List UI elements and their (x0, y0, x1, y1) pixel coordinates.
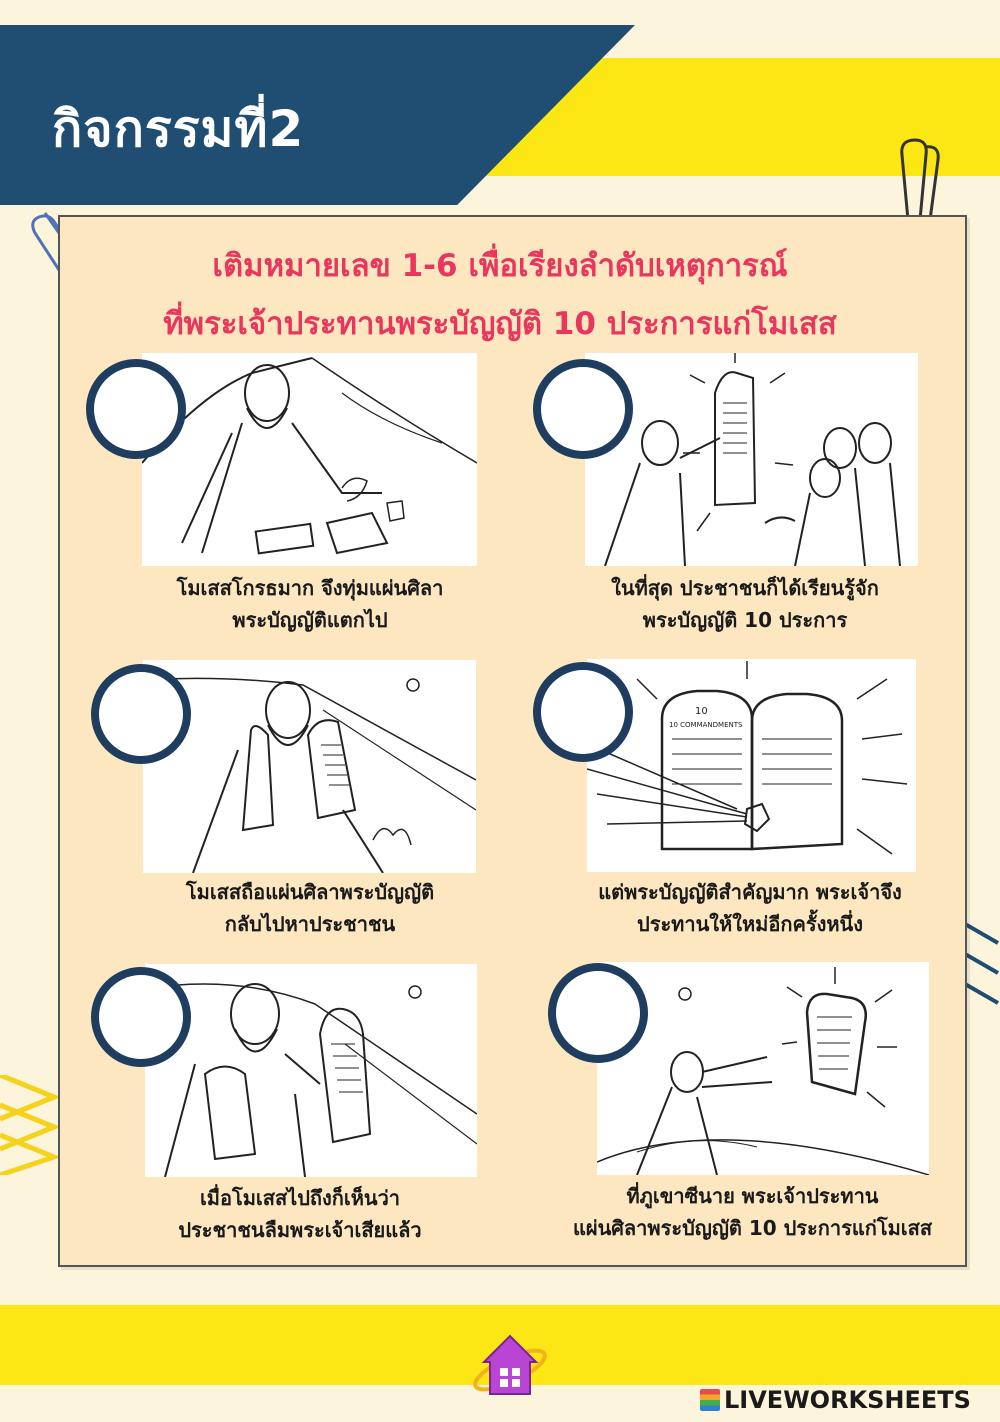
panel-1-image (142, 353, 477, 566)
people-learning-commandments-drawing (604, 353, 901, 566)
panel-4-caption: แต่พระบัญญัติสำคัญมาก พระเจ้าจึง ประทานใ… (545, 876, 955, 940)
answer-circle-2[interactable] (533, 359, 633, 459)
panel-1-caption-line-1: โมเสสโกรธมาก จึงทุ่มแผ่นศิลา (176, 576, 444, 600)
panel-2-caption-line-2: พระบัญญัติ 10 ประการ (642, 608, 848, 632)
panel-1-caption-line-2: พระบัญญัติแตกไป (232, 608, 388, 632)
panel-2-caption-line-1: ในที่สุด ประชาชนก็ได้เรียนรู้จัก (611, 576, 879, 600)
liveworksheets-badge-icon (700, 1389, 720, 1411)
panel-5-image (145, 964, 477, 1177)
instruction-line-2: ที่พระเจ้าประทานพระบัญญัติ 10 ประการแก่โ… (163, 306, 837, 342)
panel-5-caption: เมื่อโมเสสไปถึงก็เห็นว่า ประชาชนลืมพระเจ… (100, 1182, 500, 1246)
page-title: กิจกรรมที่2 (52, 100, 305, 158)
panel-3-image (143, 660, 476, 873)
answer-circle-4[interactable] (533, 662, 633, 762)
god-gives-tablets-on-sinai-drawing (597, 967, 929, 1175)
moses-sees-people-forgot-god-drawing (145, 983, 477, 1177)
liveworksheets-logo: LIVEWORKSHEETS (700, 1386, 971, 1414)
instruction-line-1: เติมหมายเลข 1-6 เพื่อเรียงลำดับเหตุการณ์ (212, 248, 788, 284)
panel-6-image (597, 962, 929, 1175)
answer-circle-5[interactable] (91, 967, 191, 1067)
panel-1-caption: โมเสสโกรธมาก จึงทุ่มแผ่นศิลา พระบัญญัติแ… (110, 572, 510, 636)
panel-2-image (585, 353, 918, 566)
answer-circle-3[interactable] (91, 664, 191, 764)
panel-3-caption-line-2: กลับไปหาประชาชน (224, 912, 396, 936)
moses-breaking-tablets-drawing (142, 357, 477, 555)
answer-circle-1[interactable] (86, 359, 186, 459)
tablet-heading: 10 COMMANDMENTS (669, 721, 743, 729)
panel-2-caption: ในที่สุด ประชาชนก็ได้เรียนรู้จัก พระบัญญ… (545, 572, 945, 636)
tablet-heading-number: 10 (695, 706, 708, 717)
panel-5-caption-line-2: ประชาชนลืมพระเจ้าเสียแล้ว (178, 1218, 422, 1242)
panel-4-caption-line-1: แต่พระบัญญัติสำคัญมาก พระเจ้าจึง (598, 880, 902, 904)
left-chevrons-icon (0, 1075, 58, 1175)
panel-5-caption-line-1: เมื่อโมเสสไปถึงก็เห็นว่า (199, 1186, 401, 1210)
panel-3-caption-line-1: โมเสสถือแผ่นศิลาพระบัญญัติ (185, 880, 435, 904)
liveworksheets-brand-text: LIVEWORKSHEETS (724, 1386, 971, 1414)
panel-6-caption: ที่ภูเขาซีนาย พระเจ้าประทาน แผ่นศิลาพระบ… (530, 1180, 975, 1244)
panel-3-caption: โมเสสถือแผ่นศิลาพระบัญญัติ กลับไปหาประชา… (110, 876, 510, 940)
panel-4-image: 10 10 COMMANDMENTS (587, 659, 916, 872)
answer-circle-6[interactable] (548, 963, 648, 1063)
panel-6-caption-line-2: แผ่นศิลาพระบัญญัติ 10 ประการแก่โมเสส (572, 1216, 933, 1240)
moses-carrying-tablets-drawing (143, 677, 476, 873)
panel-6-caption-line-1: ที่ภูเขาซีนาย พระเจ้าประทาน (626, 1184, 879, 1208)
ten-commandments-tablets-drawing: 10 10 COMMANDMENTS (587, 661, 908, 855)
house-icon (473, 1334, 547, 1395)
panel-4-caption-line-2: ประทานให้ใหม่อีกครั้งหนึ่ง (637, 912, 863, 936)
